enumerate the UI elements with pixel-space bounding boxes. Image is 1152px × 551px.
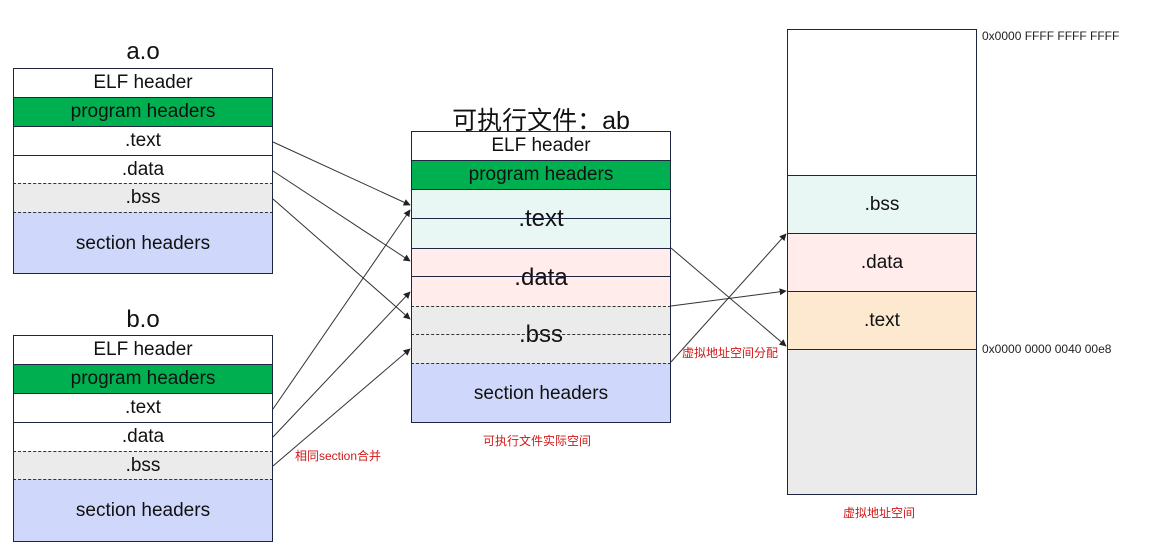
b-o-elf-header: ELF header	[13, 335, 273, 364]
ab-data-section: .data	[411, 248, 671, 306]
b-o-title: b.o	[126, 306, 160, 333]
b-o-text-section: .text	[13, 393, 273, 422]
arrow-b-data-to-ab-data	[272, 291, 411, 438]
ab-text-split-line	[411, 218, 671, 219]
arrow-a-data-to-ab-data	[272, 170, 411, 262]
a-o-text-section: .text	[13, 126, 273, 155]
merge-note: 相同section合并	[295, 449, 382, 463]
top-address-label: 0x0000 FFFF FFFF FFFF	[982, 29, 1120, 43]
ab-section-headers: section headers	[411, 363, 671, 423]
a-o-title: a.o	[126, 38, 160, 65]
b-o-data-section: .data	[13, 422, 273, 451]
vas-reserved-low-region	[787, 349, 977, 495]
executable-file: ELF header program headers .text .data .…	[411, 131, 671, 423]
text-start-address-label: 0x0000 0000 0040 00e8	[982, 342, 1112, 356]
arrow-a-text-to-ab-text	[272, 141, 411, 206]
b-o-bss-section: .bss	[13, 451, 273, 479]
ab-bss-split-line	[411, 334, 671, 335]
a-o-program-headers: program headers	[13, 97, 273, 126]
b-o-file: ELF header program headers .text .data .…	[13, 335, 273, 542]
vas-free-region	[787, 29, 977, 175]
arrow-ab-data-to-vas-text	[670, 247, 787, 347]
b-o-section-headers: section headers	[13, 479, 273, 542]
a-o-data-section: .data	[13, 155, 273, 183]
arrow-b-text-to-ab-text	[272, 209, 411, 410]
ab-elf-header: ELF header	[411, 131, 671, 160]
executable-title: 可执行文件：ab	[452, 107, 630, 135]
arrow-a-bss-to-ab-bss	[272, 198, 411, 320]
ab-program-headers: program headers	[411, 160, 671, 189]
a-o-file: ELF header program headers .text .data .…	[13, 68, 273, 274]
virtual-address-space: .bss .data .text	[787, 29, 977, 495]
executable-caption: 可执行文件实际空间	[483, 434, 592, 448]
a-o-elf-header: ELF header	[13, 68, 273, 97]
arrow-ab-shdr-to-vas-bss	[670, 233, 787, 363]
vas-text-section: .text	[787, 291, 977, 349]
vas-data-section: .data	[787, 233, 977, 291]
b-o-program-headers: program headers	[13, 364, 273, 393]
map-note: 虚拟地址空间分配	[682, 346, 779, 360]
a-o-bss-section: .bss	[13, 183, 273, 212]
vas-bss-section: .bss	[787, 175, 977, 233]
ab-data-split-line	[411, 276, 671, 277]
a-o-section-headers: section headers	[13, 212, 273, 274]
virtual-space-caption: 虚拟地址空间	[843, 506, 916, 520]
arrow-ab-bss-to-vas-data	[670, 288, 787, 307]
